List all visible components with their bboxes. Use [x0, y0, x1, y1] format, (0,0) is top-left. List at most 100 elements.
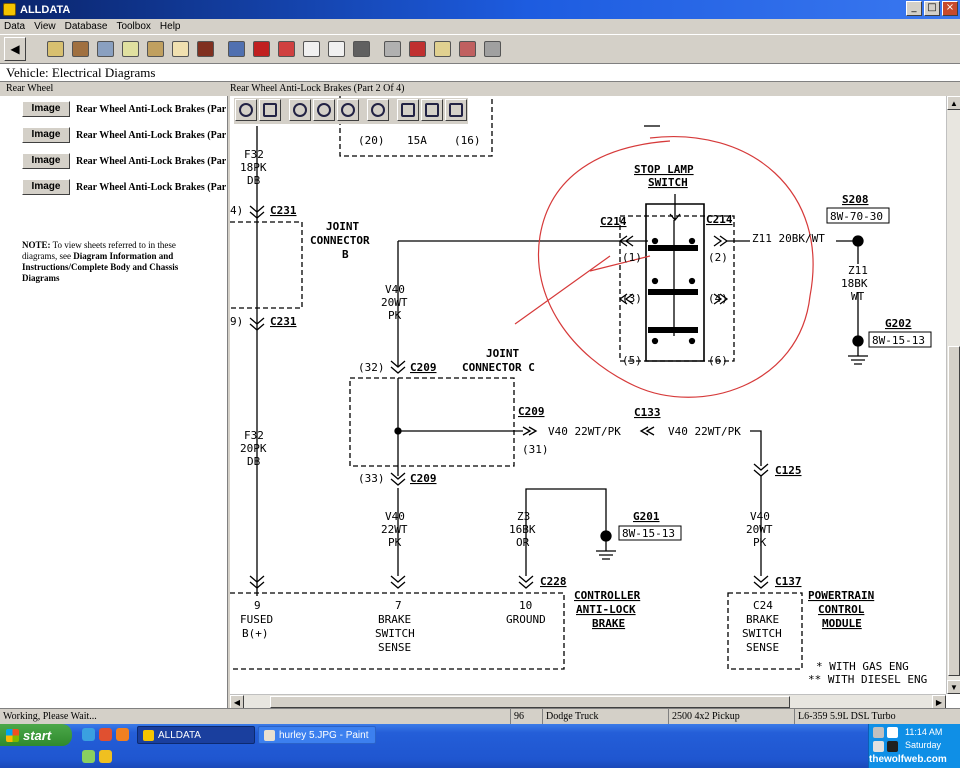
- scroll-down-icon[interactable]: ▼: [947, 680, 960, 694]
- pcm-outline: [727, 592, 803, 670]
- c214-right-label: C214: [706, 213, 733, 226]
- red-annotation-circle: [514, 136, 814, 398]
- jc-c-2: CONNECTOR C: [462, 361, 535, 374]
- specs-button[interactable]: [144, 38, 166, 60]
- switch-pin-3: (3): [622, 292, 642, 305]
- z11-vert-3: WT: [851, 290, 865, 303]
- image-button[interactable]: Image: [22, 101, 70, 117]
- z3-wire: [525, 488, 607, 576]
- tsb-button[interactable]: [119, 38, 141, 60]
- f32-top-2: 18PK: [240, 161, 267, 174]
- document-link[interactable]: Rear Wheel Anti-Lock Brakes (Par: [76, 103, 227, 115]
- firefox-icon[interactable]: [116, 728, 129, 741]
- menu-database[interactable]: Database: [64, 21, 108, 32]
- diagram-print-button[interactable]: [397, 99, 419, 121]
- repair-button[interactable]: [225, 38, 247, 60]
- quote-button[interactable]: [406, 38, 428, 60]
- zoom-window-button[interactable]: [313, 99, 335, 121]
- zoom-prev-button[interactable]: [337, 99, 359, 121]
- scroll-left-icon[interactable]: ◀: [230, 695, 244, 708]
- switch-pin-4: (4): [708, 292, 728, 305]
- diagnose-icon: [171, 41, 189, 57]
- document-link[interactable]: Rear Wheel Anti-Lock Brakes (Par: [76, 181, 227, 193]
- windows-logo-icon: [6, 728, 19, 742]
- v40-top-1: V40: [385, 283, 405, 296]
- horizontal-scroll-thumb[interactable]: [270, 696, 790, 708]
- search-button[interactable]: [94, 38, 116, 60]
- maximize-button[interactable]: □: [924, 1, 940, 16]
- zoom-fit-button[interactable]: [289, 99, 311, 121]
- c125-label: C125: [775, 464, 802, 477]
- task-alldata[interactable]: ALLDATA: [137, 726, 255, 744]
- z3-1: Z3: [517, 510, 530, 523]
- used-car-icon: [277, 41, 295, 57]
- s208-ref: 8W-70-30: [830, 210, 883, 223]
- controller-outline: [230, 592, 565, 670]
- g201-ground-point: [600, 530, 612, 542]
- menu-help[interactable]: Help: [159, 21, 181, 32]
- vehicle-button[interactable]: [69, 38, 91, 60]
- help-button[interactable]: [431, 38, 453, 60]
- prev-page-button[interactable]: [421, 99, 443, 121]
- ie-icon[interactable]: [82, 728, 95, 741]
- new-car-button[interactable]: [250, 38, 272, 60]
- diagnose-button[interactable]: [169, 38, 191, 60]
- zoom-in-button[interactable]: [235, 99, 257, 121]
- media-icon[interactable]: [99, 728, 112, 741]
- camera-button[interactable]: [350, 38, 372, 60]
- tools-button[interactable]: [456, 38, 478, 60]
- quicklaunch-icon[interactable]: [82, 750, 95, 763]
- c231-b-pin: 9): [230, 315, 243, 328]
- book-button[interactable]: [194, 38, 216, 60]
- next-page-button[interactable]: [445, 99, 467, 121]
- document-link[interactable]: Rear Wheel Anti-Lock Brakes (Par: [76, 155, 227, 167]
- note-text: To view sheets referred to in these diag…: [22, 240, 176, 261]
- note-link[interactable]: Diagram Information and Instructions/Com…: [22, 251, 179, 283]
- zoom-prev-icon: [341, 103, 355, 117]
- forms-button[interactable]: [481, 38, 503, 60]
- tray-app-icon[interactable]: [887, 741, 898, 752]
- diagram-pane[interactable]: (20) 15A (16) F32 18PK DB 4) C231 9) C23…: [230, 96, 960, 708]
- title-bar[interactable]: ALLDATA _ □ ×: [0, 0, 960, 19]
- minimize-button[interactable]: _: [906, 1, 922, 16]
- pan-button[interactable]: [259, 99, 281, 121]
- clock-time[interactable]: 11:14 AM: [905, 727, 943, 737]
- fuse-pin-left: (20): [358, 134, 385, 147]
- list-view-button[interactable]: [300, 38, 322, 60]
- horizontal-scrollbar[interactable]: ◀ ▶: [230, 694, 946, 708]
- document-link[interactable]: Rear Wheel Anti-Lock Brakes (Par: [76, 129, 227, 141]
- pcm-label-2: CONTROL: [818, 603, 865, 616]
- menu-toolbox[interactable]: Toolbox: [116, 21, 151, 32]
- print-button[interactable]: [381, 38, 403, 60]
- c209-bottom-label: C209: [410, 472, 437, 485]
- c209-right-wire: V40 22WT/PK: [548, 425, 621, 438]
- zoom-out-button[interactable]: [367, 99, 389, 121]
- pcm-pin-1: C24: [753, 599, 773, 612]
- menu-view[interactable]: View: [34, 21, 56, 32]
- used-car-button[interactable]: [275, 38, 297, 60]
- image-button[interactable]: Image: [22, 179, 70, 195]
- close-button[interactable]: ×: [942, 1, 958, 16]
- vertical-scroll-thumb[interactable]: [948, 346, 960, 676]
- ctrl-pin7-name: BRAKE: [378, 613, 411, 626]
- back-button[interactable]: ◀: [4, 37, 26, 61]
- fuse-pin-right: (16): [454, 134, 481, 147]
- start-button[interactable]: start: [0, 724, 72, 746]
- list-icon: [302, 41, 320, 57]
- vertical-scrollbar[interactable]: ▲ ▼: [946, 96, 960, 694]
- ctrl-pin9-name2: B(+): [242, 627, 269, 640]
- z3-2: 16BK: [509, 523, 536, 536]
- network-icon[interactable]: [873, 727, 884, 738]
- tray-flag-icon[interactable]: [887, 727, 898, 738]
- menu-data[interactable]: Data: [4, 21, 26, 32]
- status-make: Dodge Truck: [542, 709, 668, 725]
- component-locator-button[interactable]: [44, 38, 66, 60]
- quicklaunch-icon-2[interactable]: [99, 750, 112, 763]
- scroll-up-icon[interactable]: ▲: [947, 96, 960, 110]
- image-button[interactable]: Image: [22, 153, 70, 169]
- volume-icon[interactable]: [873, 741, 884, 752]
- text-view-button[interactable]: [325, 38, 347, 60]
- image-button[interactable]: Image: [22, 127, 70, 143]
- task-paint[interactable]: hurley 5.JPG - Paint: [258, 726, 376, 744]
- scroll-right-icon[interactable]: ▶: [932, 695, 946, 708]
